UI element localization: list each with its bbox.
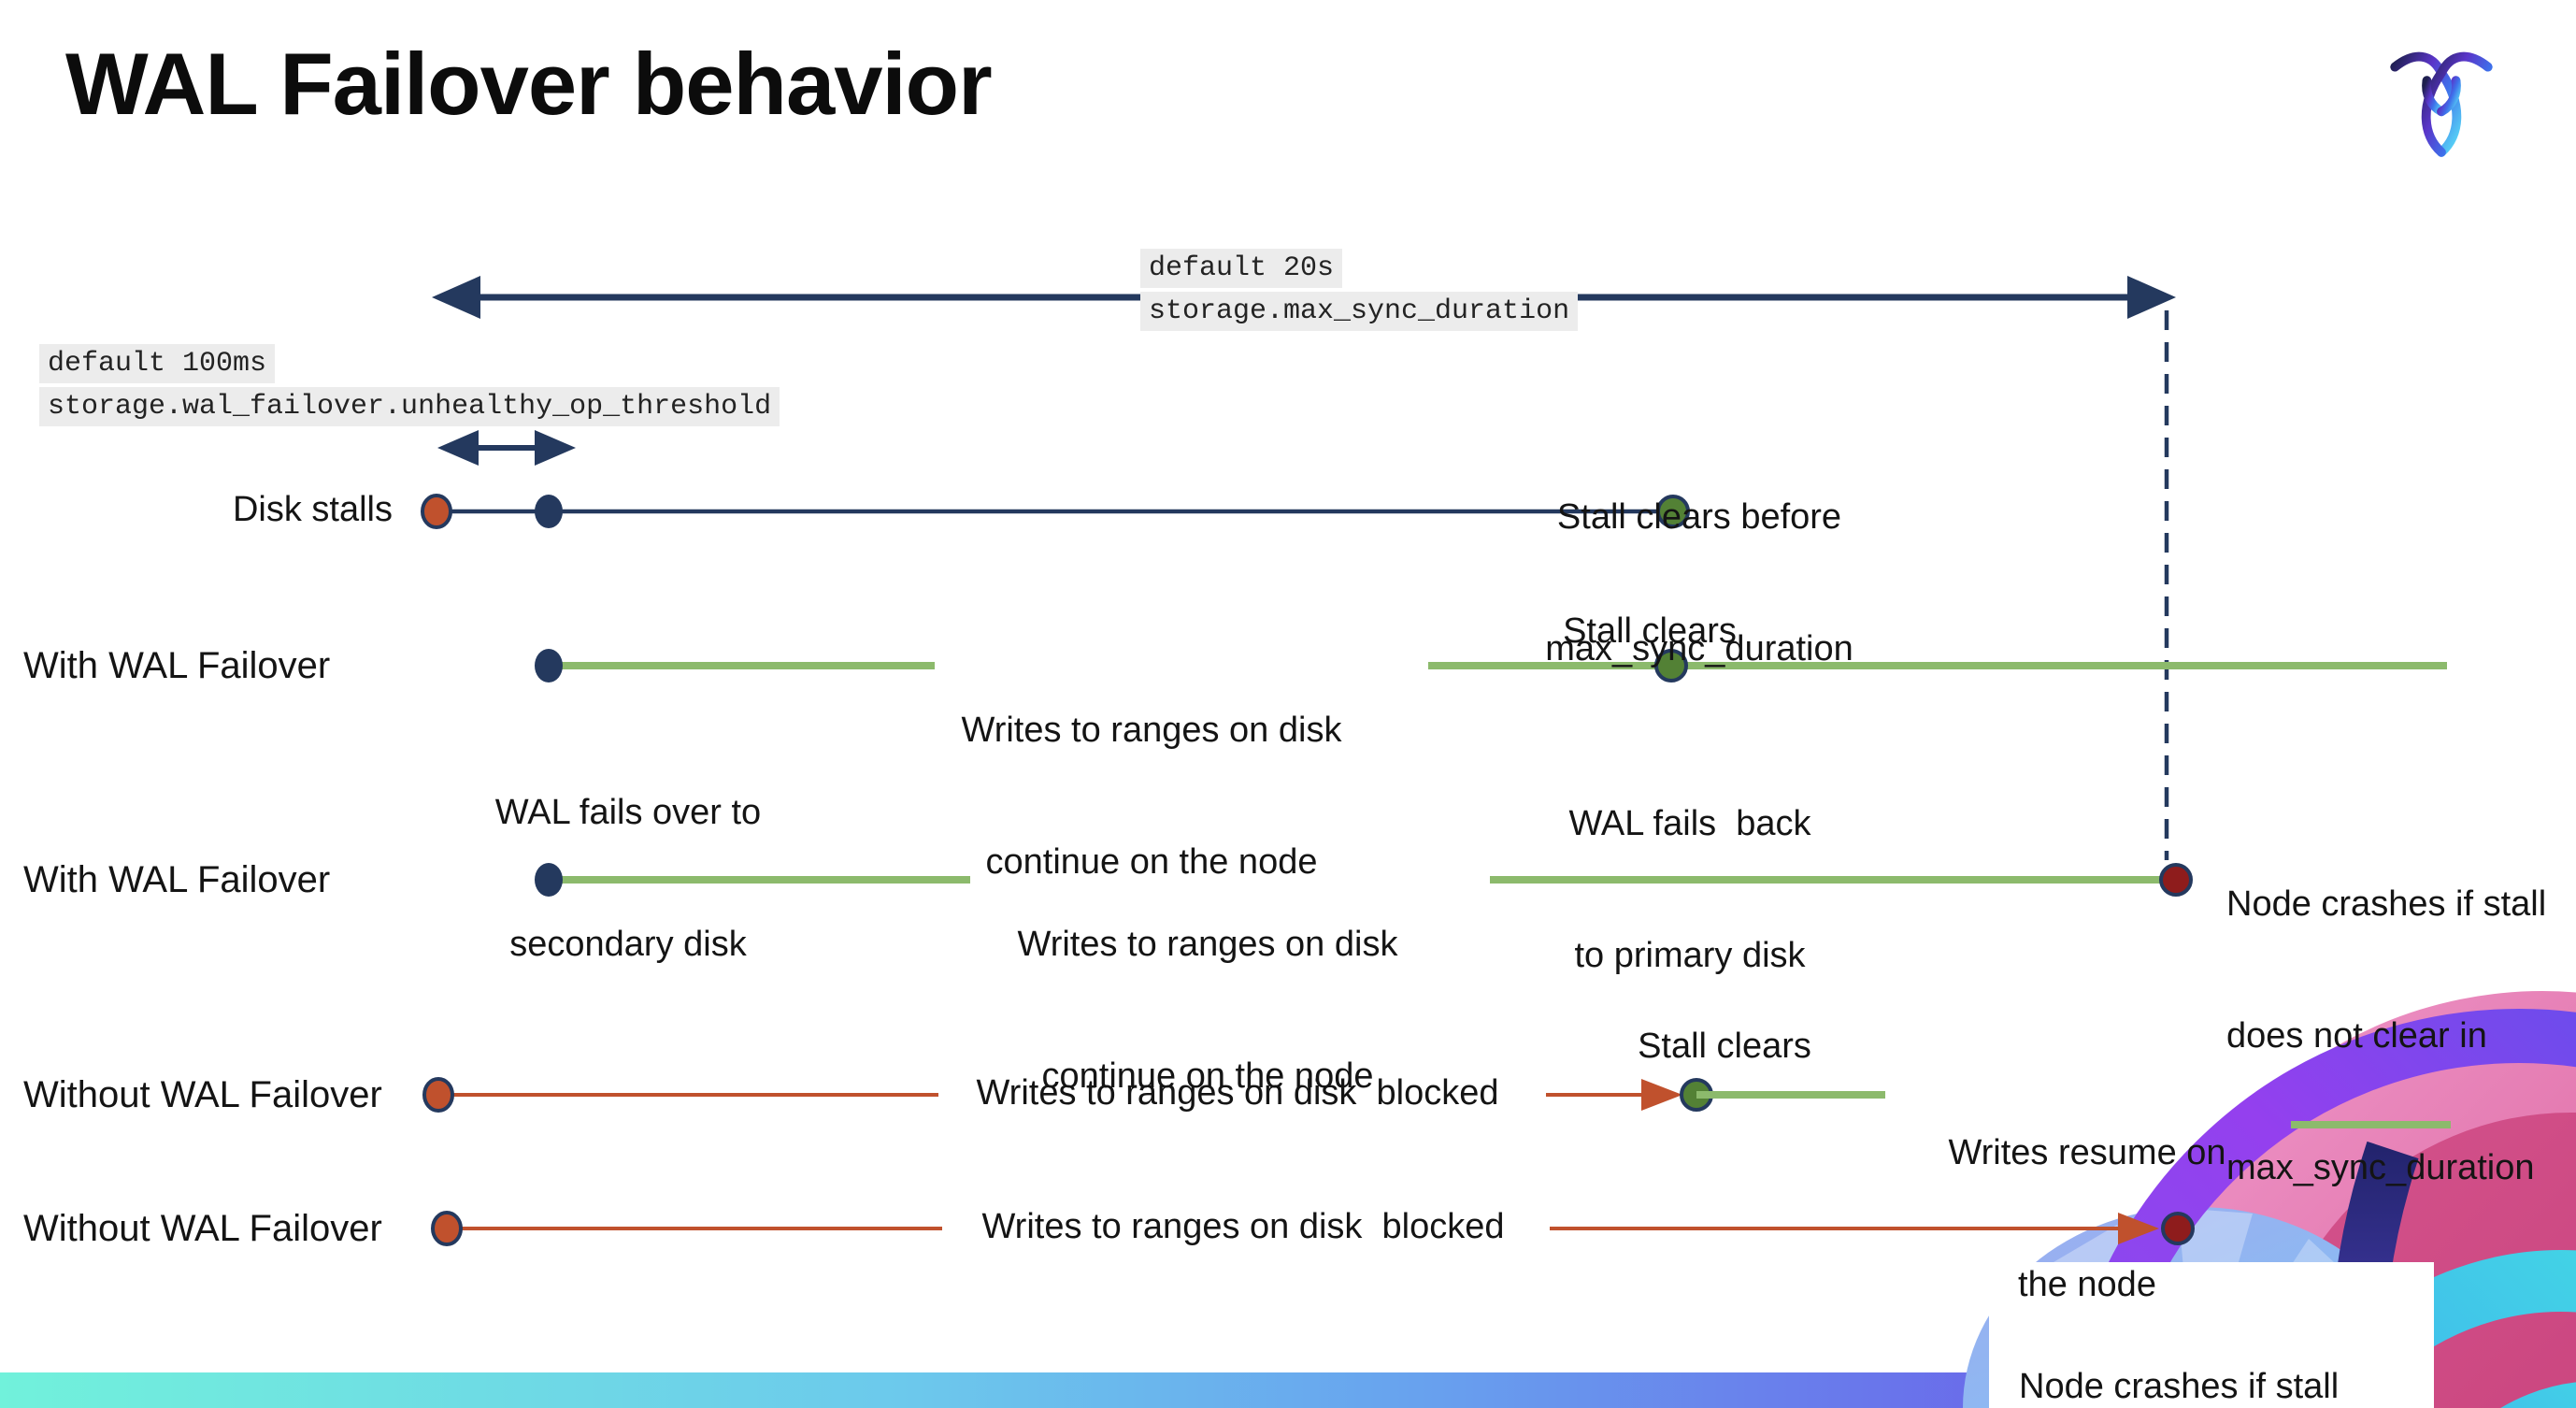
note-line: max_sync_duration <box>1545 629 1853 668</box>
note-writes-continue-2: Writes to ranges on disk continue on the… <box>1018 835 1398 1186</box>
stall-clears-dot <box>1654 649 1688 682</box>
note-wal-fails-over: WAL fails over to secondary disk <box>495 703 761 1055</box>
disk-stall-start-dot <box>431 1211 463 1246</box>
note-line: max_sync_duration <box>2226 1148 2535 1187</box>
failover-trigger-dot <box>535 863 563 897</box>
note-line: does not clear in <box>2226 1016 2487 1056</box>
note-stall-clears-2: Stall clears <box>1638 1027 1811 1066</box>
note-line: the node <box>2018 1265 2156 1304</box>
note-line: secondary disk <box>509 925 747 964</box>
row-disk-stalls <box>421 494 1690 529</box>
stall-clears-dot <box>1656 495 1690 528</box>
cockroachdb-logo-icon <box>2390 51 2493 157</box>
note-line: Writes to ranges on disk <box>1017 925 1398 964</box>
note-writes-continue-1: Writes to ranges on disk continue on the… <box>962 621 1342 972</box>
red-arrowhead <box>2118 1213 2159 1244</box>
row-label-disk-stalls: Disk stalls <box>232 490 393 529</box>
note-line: Stall clears before <box>1556 497 1842 537</box>
note-stall-clears-1: Stall clears <box>1563 611 1737 651</box>
unhealthy-op-threshold-arrow <box>437 430 576 466</box>
row-label-with-wal-failover-1: With WAL Failover <box>23 645 331 686</box>
failover-trigger-dot <box>535 649 563 682</box>
note-line: Writes resume on <box>1948 1133 2226 1172</box>
row-with-wal-failover-1 <box>535 649 2447 682</box>
note-writes-blocked-1: Writes to ranges on disk blocked <box>976 1073 1499 1113</box>
setting-name-label: storage.wal_failover.unhealthy_op_thresh… <box>39 387 780 426</box>
row-with-wal-failover-2 <box>535 863 2193 897</box>
row-without-wal-failover-1 <box>422 1077 2451 1128</box>
page-title: WAL Failover behavior <box>65 35 993 133</box>
row-label-with-wal-failover-2: With WAL Failover <box>23 859 331 900</box>
note-writes-blocked-2: Writes to ranges on disk blocked <box>981 1207 1505 1246</box>
max-sync-duration-annotation: default 20s storage.max_sync_duration <box>1140 249 1579 331</box>
node-crash-dot <box>2159 863 2193 897</box>
failover-threshold-dot <box>535 495 563 528</box>
red-arrowhead <box>1641 1079 1682 1111</box>
note-writes-resume: Writes resume on the node <box>1948 1043 2225 1395</box>
note-stall-clears-before: Stall clears before max_sync_duration <box>1545 408 1853 759</box>
row-without-wal-failover-2 <box>431 1211 2195 1246</box>
note-line: Node crashes if stall <box>2019 1367 2340 1406</box>
note-line: to primary disk <box>1574 936 1806 975</box>
note-line: Writes to ranges on disk <box>961 711 1342 750</box>
note-node-crashes-top: Node crashes if stall does not clear in … <box>2226 795 2546 1278</box>
note-line: continue on the node <box>985 842 1318 882</box>
note-node-crashes-bottom: Node crashes if stall does not clear in … <box>2019 1279 2339 1408</box>
crash-note-box <box>1989 1262 2434 1408</box>
node-crash-dot <box>2161 1212 2195 1245</box>
disk-stall-start-dot <box>421 494 452 529</box>
art-cyan-arc-large <box>2290 1250 2576 1408</box>
default-value-label: default 100ms <box>39 344 276 383</box>
disk-stall-start-dot <box>422 1077 454 1113</box>
note-line: WAL fails over to <box>494 793 762 832</box>
unhealthy-op-threshold-annotation: default 100ms storage.wal_failover.unhea… <box>39 344 780 426</box>
default-value-label: default 20s <box>1140 249 1343 288</box>
note-line: continue on the node <box>1041 1056 1374 1096</box>
note-wal-fails-back: WAL fails back to primary disk <box>1568 714 1810 1066</box>
note-line: Node crashes if stall <box>2226 884 2547 924</box>
note-line: WAL fails back <box>1568 804 1811 843</box>
setting-name-label: storage.max_sync_duration <box>1140 292 1579 331</box>
row-label-without-wal-failover-1: Without WAL Failover <box>23 1074 382 1115</box>
row-label-without-wal-failover-2: Without WAL Failover <box>23 1208 382 1249</box>
art-purple-ring <box>2064 1009 2576 1408</box>
